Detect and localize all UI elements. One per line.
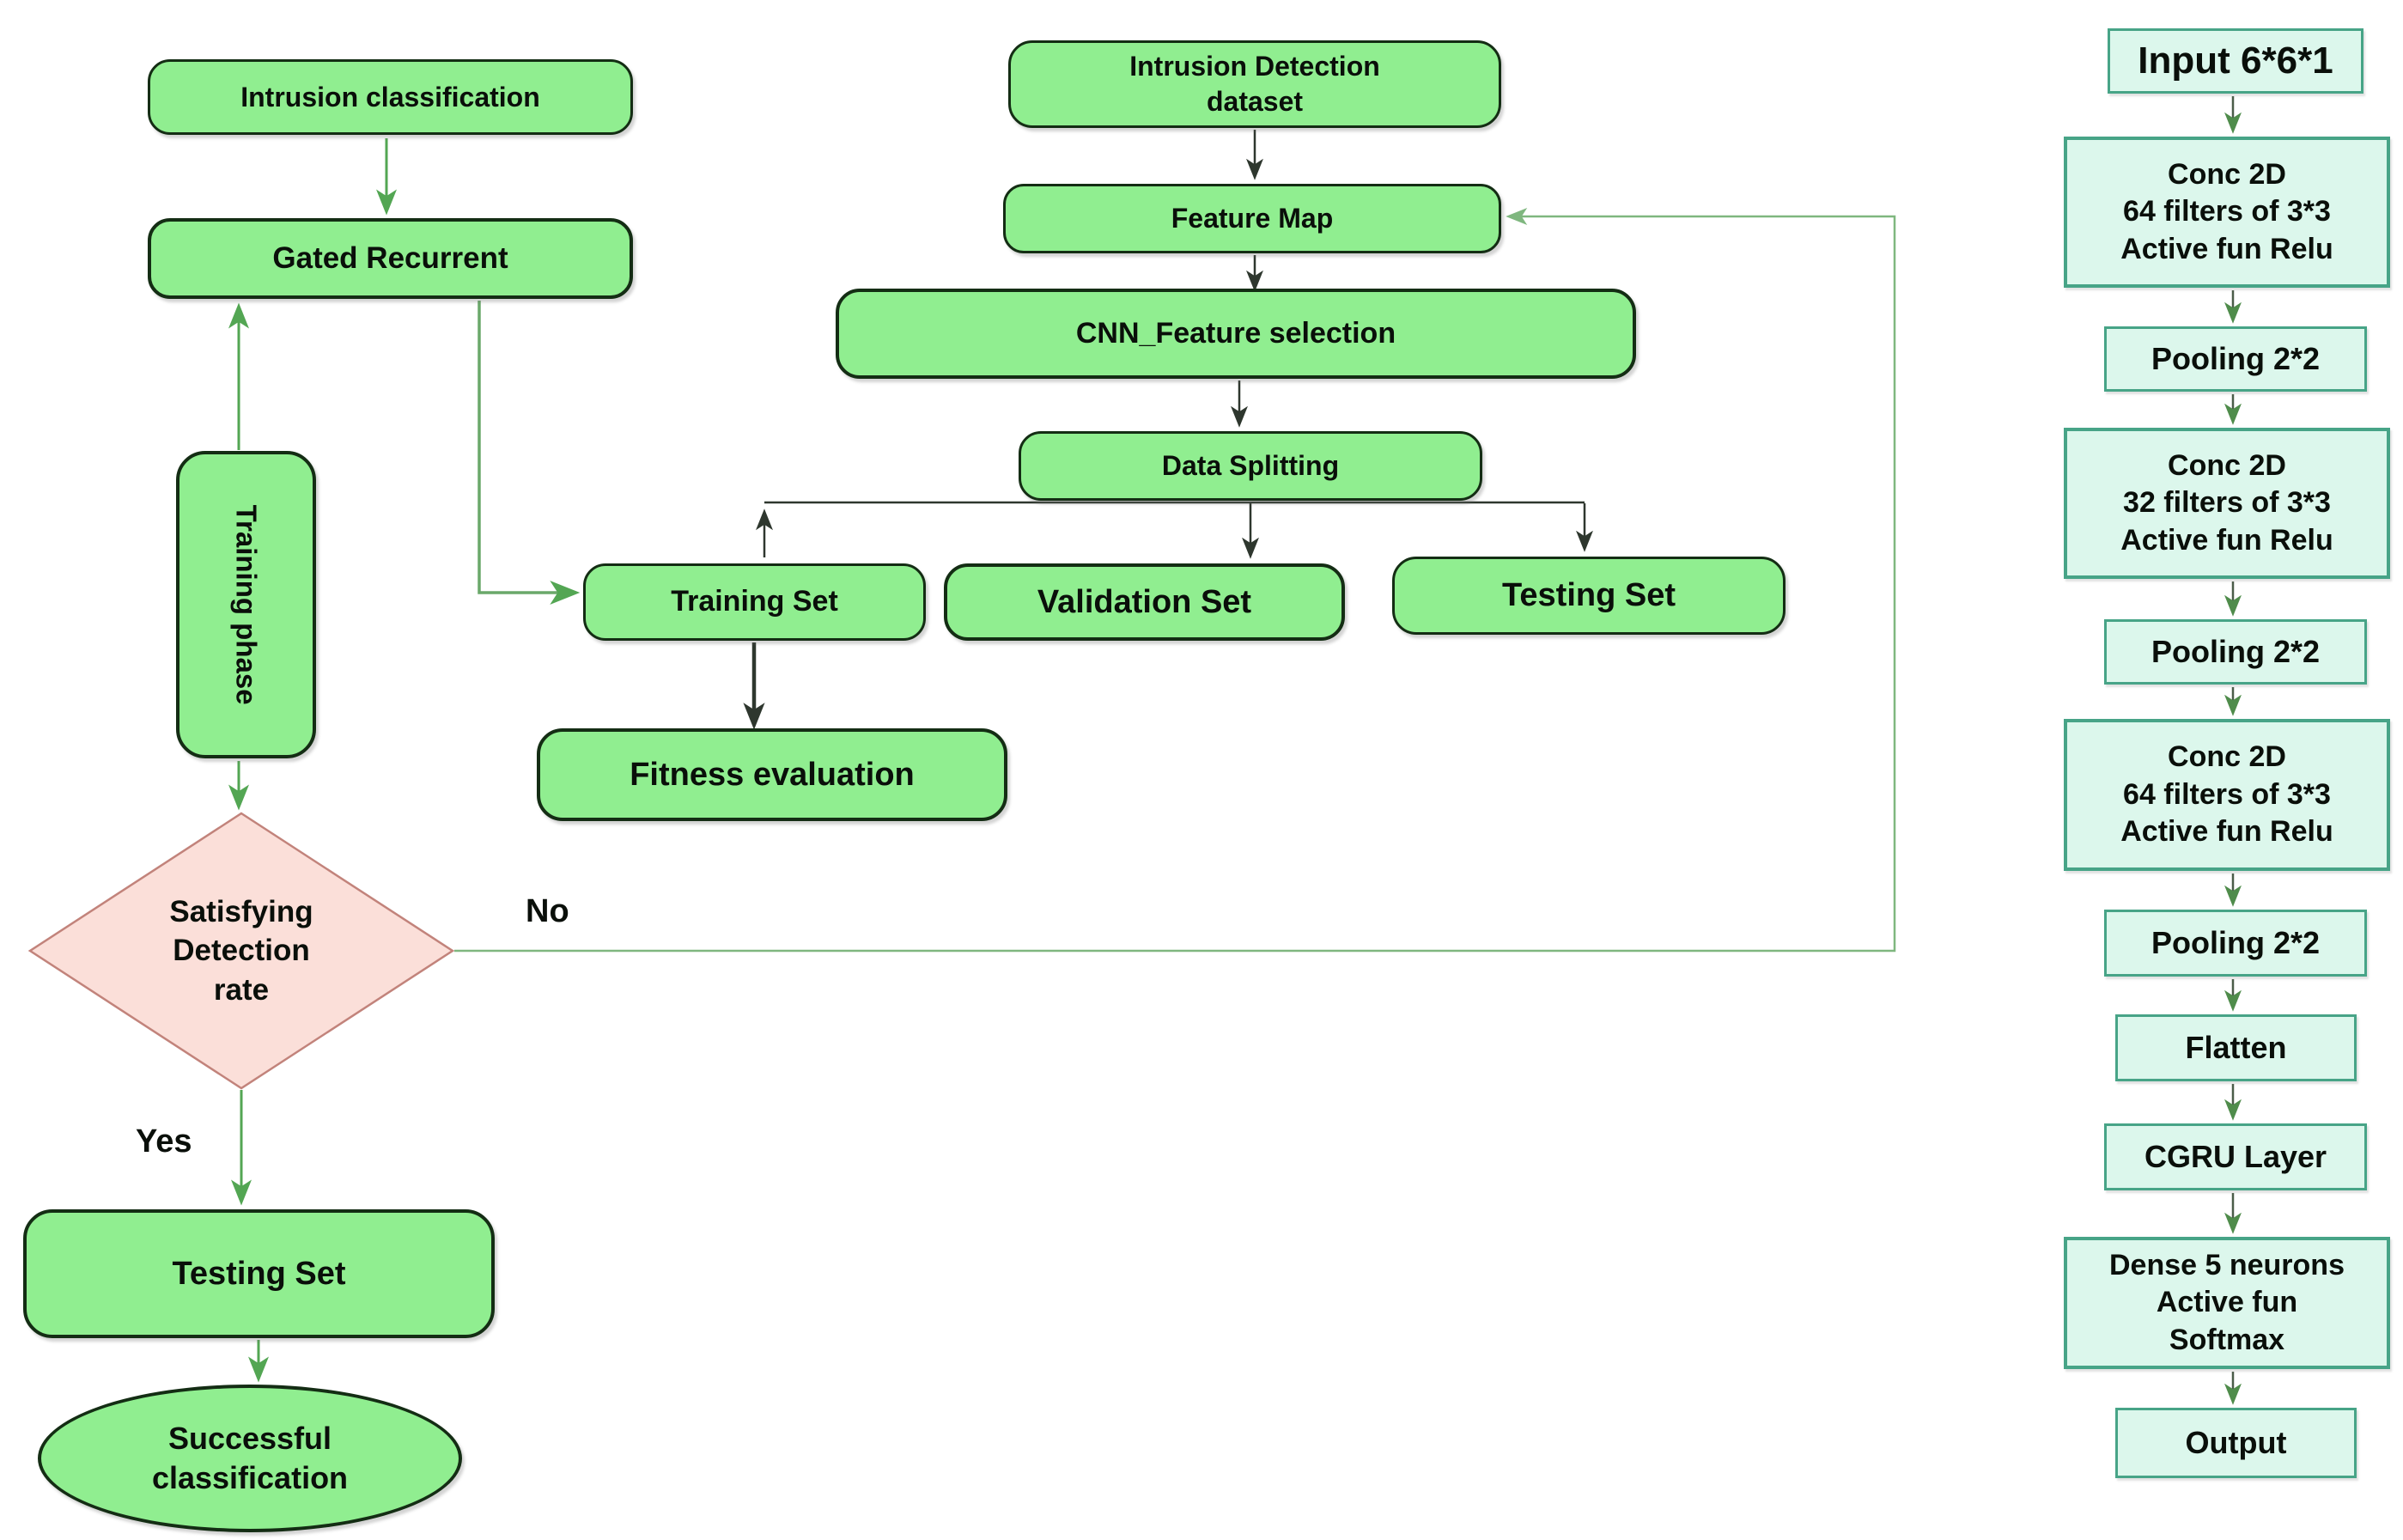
node-fitness-evaluation: Fitness evaluation: [537, 728, 1007, 821]
node-training-phase: Training phase: [176, 451, 316, 758]
node-intrusion-classification: Intrusion classification: [148, 59, 633, 135]
layer-flatten: Flatten: [2115, 1014, 2357, 1081]
node-cnn-feature-selection: CNN_Feature selection: [836, 289, 1636, 379]
training-phase-label: Training phase: [230, 504, 263, 705]
layer-output: Output: [2115, 1408, 2357, 1478]
node-decision-satisfying-detection-rate: Satisfying Detection rate: [169, 894, 313, 1007]
layer-pooling3: Pooling 2*2: [2104, 910, 2367, 977]
node-successful-classification: Successful classification: [38, 1385, 462, 1532]
edge-label-no: No: [526, 893, 569, 929]
node-intrusion-detection-dataset: Intrusion Detection dataset: [1008, 40, 1501, 128]
node-gated-recurrent: Gated Recurrent: [148, 218, 633, 299]
arrow-no-feedback-to-feature-map: [454, 208, 1896, 953]
node-feature-map: Feature Map: [1003, 184, 1501, 253]
layer-conv1: Conc 2D 64 filters of 3*3 Active fun Rel…: [2064, 137, 2390, 288]
layer-conv3: Conc 2D 64 filters of 3*3 Active fun Rel…: [2064, 719, 2390, 871]
decision-diamond-shape: [27, 812, 455, 1090]
layer-input: Input 6*6*1: [2108, 28, 2363, 94]
layer-cgru: CGRU Layer: [2104, 1123, 2367, 1190]
edge-label-yes: Yes: [136, 1123, 192, 1160]
node-testing-set-final: Testing Set: [23, 1209, 495, 1338]
layer-pooling2: Pooling 2*2: [2104, 619, 2367, 685]
node-data-splitting: Data Splitting: [1019, 431, 1482, 501]
arrow-gated-to-training-set: [478, 301, 581, 605]
node-validation-set: Validation Set: [944, 563, 1345, 641]
node-testing-set-mid: Testing Set: [1392, 557, 1786, 635]
layer-pooling1: Pooling 2*2: [2104, 326, 2367, 392]
layer-dense: Dense 5 neurons Active fun Softmax: [2064, 1237, 2390, 1369]
layer-conv2: Conc 2D 32 filters of 3*3 Active fun Rel…: [2064, 428, 2390, 579]
node-training-set: Training Set: [583, 563, 926, 641]
